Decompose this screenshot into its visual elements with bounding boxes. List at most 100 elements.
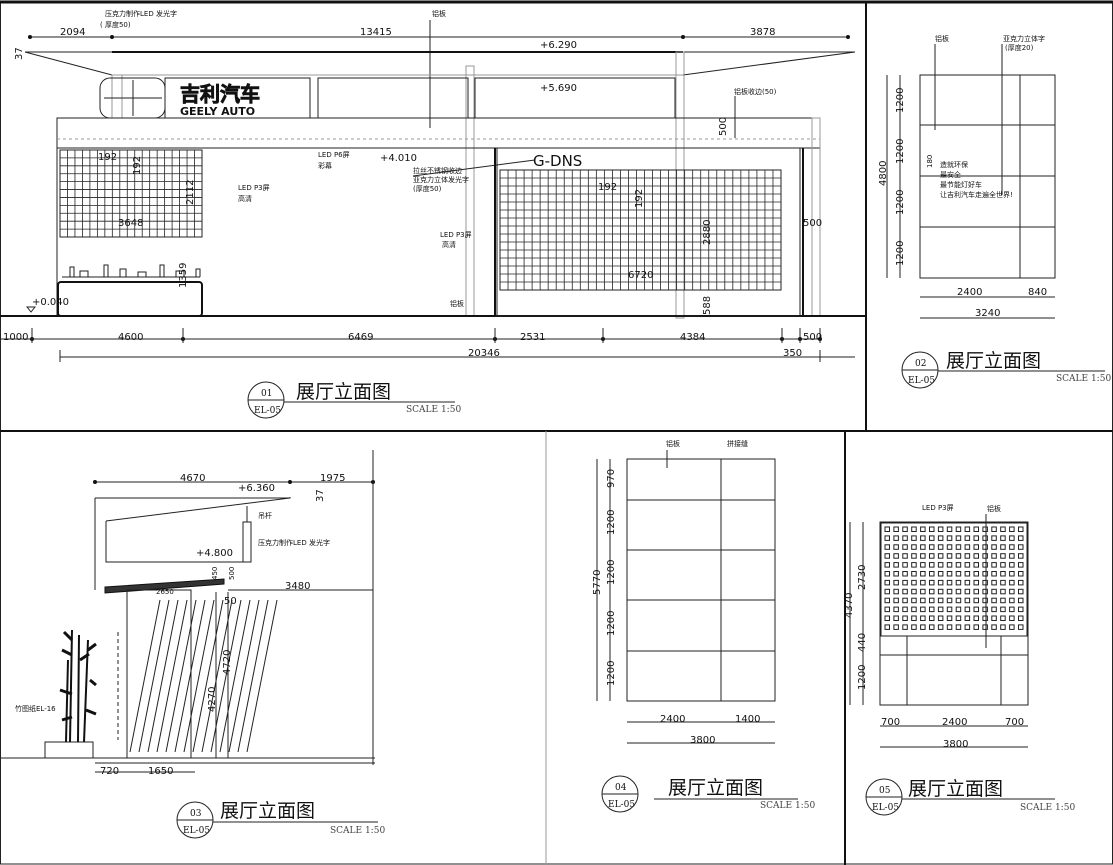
led-cell <box>982 615 988 621</box>
led-cell <box>991 526 997 532</box>
svg-text:EL-05: EL-05 <box>183 826 210 836</box>
dim-6469: 6469 <box>348 332 373 343</box>
led-cell <box>991 624 997 630</box>
dim-500-beam: 500 <box>718 117 729 136</box>
led-cell <box>973 562 979 568</box>
dim-720: 720 <box>100 766 119 777</box>
led-cell <box>929 597 935 604</box>
led-cell <box>920 615 926 621</box>
dim-4600: 4600 <box>118 332 143 343</box>
label-acrylic: 亚克力立体字 <box>1003 34 1045 43</box>
led-cell <box>920 588 926 595</box>
elevation-03: 4670 1975 +6.360 37 吊杆 压克力制作LED 发光字 +4.8… <box>0 450 385 839</box>
led-cell <box>937 535 944 541</box>
dim-500-bottom: 500 <box>803 332 822 343</box>
dim-2650: 2650 <box>156 588 174 596</box>
dim-3878: 3878 <box>750 27 775 38</box>
led-cell <box>911 615 917 621</box>
led-cell <box>982 544 988 550</box>
led-cell <box>902 597 908 604</box>
dim-700-right: 700 <box>1005 717 1024 728</box>
led-cell <box>991 553 997 559</box>
elevation-04: 铝板 拼接缝 970 1200 1200 1200 1200 5770 2400… <box>592 439 815 813</box>
led-cell <box>902 535 908 541</box>
led-cell <box>902 588 908 595</box>
led-cell <box>946 579 953 586</box>
elevation-02: 铝板 亚克力立体字 (厚度20) 180 造就环保 最安全 最节能灯好车 让吉利… <box>878 34 1111 389</box>
led-cell <box>929 588 935 595</box>
led-cell <box>991 597 997 604</box>
title-block-05: 05 EL-05 展厅立面图 SCALE 1:50 <box>865 778 1075 816</box>
led-cell <box>911 624 917 630</box>
label-led-p6: LED P6屏 <box>318 151 350 159</box>
label-led-p6-sub: 彩幕 <box>318 161 332 170</box>
led-cell <box>964 562 971 568</box>
led-cell <box>937 571 944 577</box>
label-plant: 竹图纸EL-16 <box>15 704 56 713</box>
label-acrylic-led: 压克力制作LED 发光字 <box>105 9 177 18</box>
led-cell <box>884 588 890 595</box>
label-aluminum: 铝板 <box>666 439 680 448</box>
dim-2531: 2531 <box>520 332 545 343</box>
led-cell <box>929 553 935 559</box>
led-cell <box>982 606 988 613</box>
led-cell <box>911 535 917 541</box>
led-cell <box>911 597 917 604</box>
dim-2400: 2400 <box>942 717 967 728</box>
dim-192b: 192 <box>132 156 143 175</box>
led-cell <box>946 535 953 541</box>
dim-6720: 6720 <box>628 270 653 281</box>
dim-20346: 20346 <box>468 348 500 359</box>
dim-50: 50 <box>224 596 237 607</box>
led-cell <box>911 606 917 613</box>
dim-2730: 2730 <box>857 565 868 590</box>
led-cell <box>991 579 997 586</box>
label-aluminum-bottom: 铝板 <box>450 299 464 308</box>
led-cell <box>1009 526 1015 532</box>
grid-frame <box>59 149 203 238</box>
led-cell <box>955 553 962 559</box>
led-cell <box>964 588 971 595</box>
dim-4670: 4670 <box>180 473 205 484</box>
led-cell <box>982 597 988 604</box>
led-cell <box>893 588 899 595</box>
dim-192a: 192 <box>98 152 117 163</box>
led-cell <box>1009 597 1015 604</box>
led-cell <box>982 562 988 568</box>
dim-2880: 2880 <box>702 220 713 245</box>
dim-1000: 1000 <box>3 332 28 343</box>
led-cell <box>964 597 971 604</box>
dim-3648: 3648 <box>118 218 143 229</box>
led-cell <box>893 571 899 577</box>
led-p3-screen <box>880 522 1028 637</box>
dim-1359: 1359 <box>178 263 189 288</box>
led-cell <box>1000 562 1006 568</box>
led-cell <box>893 562 899 568</box>
led-cell <box>955 544 962 550</box>
label-seam: 拼接缝 <box>727 439 748 448</box>
led-cell <box>1000 597 1006 604</box>
led-cell <box>937 624 944 630</box>
led-cell <box>982 526 988 532</box>
led-cell <box>929 606 935 613</box>
led-cell <box>937 606 944 613</box>
led-cell <box>920 606 926 613</box>
led-cell <box>902 562 908 568</box>
led-cell <box>937 553 944 559</box>
led-cell <box>893 606 899 613</box>
led-cell <box>937 526 944 532</box>
title-block-04: 04 EL-05 展厅立面图 SCALE 1:50 <box>601 775 815 813</box>
label-led-p3: LED P3屏 <box>238 184 270 192</box>
label-aluminum-edge: 铝板收边(50) <box>734 87 777 96</box>
label-acrylic-letters: 亚克力立体发光字 <box>413 175 469 184</box>
led-cell <box>982 553 988 559</box>
led-cell <box>937 544 944 550</box>
dim-450: 450 <box>211 567 219 580</box>
led-cell <box>991 606 997 613</box>
led-cell <box>911 571 917 577</box>
led-cell <box>1018 562 1024 568</box>
led-cell <box>920 624 926 630</box>
label-acrylic-led: 压克力制作LED 发光字 <box>258 538 330 547</box>
led-cell <box>902 624 908 630</box>
led-cell <box>955 526 962 532</box>
